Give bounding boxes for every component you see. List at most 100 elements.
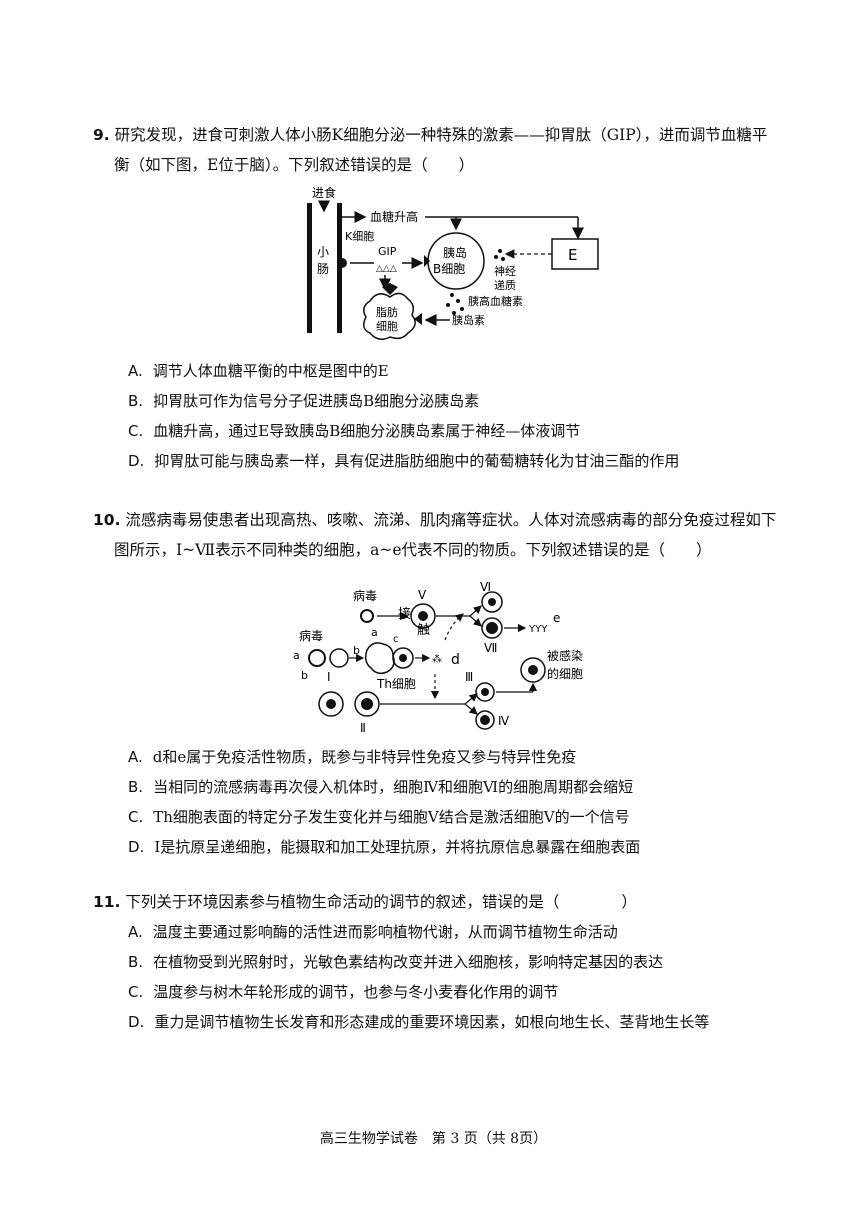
question-10-options: A. d和e属于免疫活性物质，既参与非特异性免疫又参与特异性免疫 B.当相同的流感… — [128, 742, 828, 862]
question-9-stem: 9. 研究发现，进食可刺激人体小肠K细胞分泌一种特殊的激素——抑胃肽（GIP），… — [93, 120, 813, 150]
label-a-mid: a — [371, 626, 378, 639]
receptor-icon — [382, 283, 398, 295]
option-label: B. — [128, 953, 144, 971]
option-label: C. — [128, 983, 144, 1001]
option-a[interactable]: A. d和e属于免疫活性物质，既参与非特异性免疫又参与特异性免疫 — [128, 742, 828, 772]
th-cell — [392, 647, 414, 669]
option-text: Ⅰ是抗原呈递细胞，能摄取和加工处理抗原，并将抗原信息暴露在细胞表面 — [154, 838, 641, 856]
option-text: Th细胞表面的特定分子发生变化并与细胞Ⅴ结合是激活细胞Ⅴ的一个信号 — [153, 808, 630, 826]
label-cell-4: Ⅳ — [498, 714, 509, 728]
cell-7 — [481, 617, 503, 639]
question-11-options: A. 温度主要通过影响酶的活性进而影响植物代谢，从而调节植物生命活动 B. 在植物受… — [128, 917, 828, 1037]
option-b[interactable]: B.当相同的流感病毒再次侵入机体时，细胞Ⅳ和细胞Ⅵ的细胞周期都会缩短 — [128, 772, 828, 802]
option-c[interactable]: C.血糖升高，通过E导致胰岛B细胞分泌胰岛素属于神经—体液调节 — [128, 416, 828, 446]
option-text: 重力是调节植物生长发育和形态建成的重要环境因素，如根向地生长、茎背地生长等 — [154, 1013, 710, 1031]
label-b-left: b — [301, 669, 308, 682]
option-text: 在植物受到光照射时，光敏色素结构改变并进入细胞核，影响特定基因的表达 — [153, 953, 664, 971]
label-bingdu-top: 病毒 — [353, 588, 377, 603]
option-label: C. — [128, 808, 144, 826]
option-text: 温度参与树木年轮形成的调节，也参与冬小麦春化作用的调节 — [153, 983, 559, 1001]
k-cell — [337, 258, 347, 268]
option-label: A. — [128, 748, 143, 766]
option-label: D. — [128, 838, 145, 856]
option-label: A. — [128, 923, 143, 941]
cell-4 — [475, 710, 495, 730]
label-yidaosu: 胰岛素 — [452, 313, 485, 327]
question-9-options: A. 调节人体血糖平衡的中枢是图中的E B. 抑胃肽可作为信号分子促进胰岛B细胞分泌… — [128, 356, 828, 476]
option-d[interactable]: D. 抑胃肽可能与胰岛素一样，具有促进脂肪细胞中的葡萄糖转化为甘油三酯的作用 — [128, 446, 828, 476]
cell-3 — [475, 682, 495, 702]
cell-5 — [410, 603, 436, 629]
option-label: D. — [128, 1013, 145, 1031]
option-d[interactable]: D. 重力是调节植物生长发育和形态建成的重要环境因素，如根向地生长、茎背地生长等 — [128, 1007, 828, 1037]
label-a-left: a — [293, 649, 300, 662]
option-text: d和e属于免疫活性物质，既参与非特异性免疫又参与特异性免疫 — [152, 748, 577, 766]
q9-diagram: 进食 小 肠 K细胞 血糖升高 GIP △△△ 胰岛 B细胞 E 神经 递质 胰… — [307, 185, 599, 340]
gip-molecules-icon: △△△ — [376, 264, 397, 274]
virus-icon — [308, 649, 326, 667]
cytokine-icon: ⁂ — [432, 653, 442, 665]
option-text: 调节人体血糖平衡的中枢是图中的E — [152, 362, 389, 380]
label-e: e — [553, 611, 560, 625]
label-xiao: 小 — [317, 245, 329, 259]
option-text: 温度主要通过影响酶的活性进而影响植物代谢，从而调节植物生命活动 — [152, 923, 618, 941]
stem-line: 下列关于环境因素参与植物生命活动的调节的叙述，错误的是（ ） — [125, 893, 637, 911]
label-yidao: 胰岛 — [443, 245, 467, 260]
option-b[interactable]: B. 在植物受到光照射时，光敏色素结构改变并进入细胞核，影响特定基因的表达 — [128, 947, 828, 977]
label-jie: 接 — [398, 606, 411, 622]
question-number: 10. — [93, 511, 121, 529]
option-a[interactable]: A. 温度主要通过影响酶的活性进而影响植物代谢，从而调节植物生命活动 — [128, 917, 828, 947]
option-text: 抑胃肽可作为信号分子促进胰岛B细胞分泌胰岛素 — [153, 392, 480, 410]
label-chang: 肠 — [317, 262, 329, 276]
question-11-stem: 11. 下列关于环境因素参与植物生命活动的调节的叙述，错误的是（ ） — [93, 887, 813, 917]
apc-cell — [364, 642, 395, 675]
option-label: D. — [128, 452, 145, 470]
label-cell-5: Ⅴ — [418, 588, 427, 602]
label-d: d — [451, 652, 460, 668]
label-b-mid: b — [353, 644, 360, 657]
question-9: 9. 研究发现，进食可刺激人体小肠K细胞分泌一种特殊的激素——抑胃肽（GIP），… — [93, 120, 813, 180]
option-b[interactable]: B. 抑胃肽可作为信号分子促进胰岛B细胞分泌胰岛素 — [128, 386, 828, 416]
question-number: 11. — [93, 893, 121, 911]
receptor-icon — [424, 255, 430, 267]
label-cell-6: Ⅵ — [480, 580, 491, 594]
label-cell-3: Ⅲ — [465, 670, 473, 684]
option-a[interactable]: A. 调节人体血糖平衡的中枢是图中的E — [128, 356, 828, 386]
option-d[interactable]: D. Ⅰ是抗原呈递细胞，能摄取和加工处理抗原，并将抗原信息暴露在细胞表面 — [128, 832, 828, 862]
label-fat-cell: 细胞 — [376, 320, 398, 333]
option-text: 抑胃肽可能与胰岛素一样，具有促进脂肪细胞中的葡萄糖转化为甘油三酯的作用 — [154, 452, 680, 470]
label-k-cell: K细胞 — [345, 230, 374, 243]
label-cell-2: Ⅱ — [360, 721, 366, 735]
label-gaoxue: 胰高血糖素 — [468, 294, 523, 308]
stem-line: 研究发现，进食可刺激人体小肠K细胞分泌一种特殊的激素——抑胃肽（GIP），进而调… — [114, 126, 768, 144]
question-11: 11. 下列关于环境因素参与植物生命活动的调节的叙述，错误的是（ ） — [93, 887, 813, 917]
option-label: A. — [128, 362, 143, 380]
label-chu: 触 — [417, 623, 430, 638]
option-c[interactable]: C. 温度参与树木年轮形成的调节，也参与冬小麦春化作用的调节 — [128, 977, 828, 1007]
option-c[interactable]: C. Th细胞表面的特定分子发生变化并与细胞Ⅴ结合是激活细胞Ⅴ的一个信号 — [128, 802, 828, 832]
option-label: B. — [128, 392, 144, 410]
fat-cell — [363, 292, 416, 340]
q10-diagram: 病毒 Ⅴ Ⅵ Ⅶ YYY e 病毒 a b Ⅰ a b c 接 触 Th细胞 ⁂… — [293, 580, 583, 735]
question-10: 10. 流感病毒易使患者出现高热、咳嗽、流涕、肌肉痛等症状。人体对流感病毒的部分… — [93, 505, 813, 565]
label-xuetang: 血糖升高 — [370, 209, 418, 224]
cell-6 — [481, 591, 503, 613]
label-cell-7: Ⅶ — [484, 641, 497, 655]
label-jinshi: 进食 — [312, 185, 336, 200]
label-dizhi: 递质 — [494, 278, 516, 292]
label-beiganran: 被感染 — [547, 648, 583, 663]
label-th-cell: Th细胞 — [376, 677, 416, 691]
cell-1-surface — [329, 648, 349, 668]
stem-line: 衡（如下图，E位于脑）。下列叙述错误的是（ ） — [114, 156, 475, 174]
label-b-cell: B细胞 — [433, 262, 465, 276]
label-c: c — [393, 634, 399, 645]
option-text: 血糖升高，通过E导致胰岛B细胞分泌胰岛素属于神经—体液调节 — [153, 422, 581, 440]
question-number: 9. — [93, 126, 110, 144]
infected-cell — [520, 657, 546, 683]
option-text: 当相同的流感病毒再次侵入机体时，细胞Ⅳ和细胞Ⅵ的细胞周期都会缩短 — [153, 778, 634, 796]
label-cell-1: Ⅰ — [327, 670, 331, 684]
antibody-icon: YYY — [528, 624, 548, 635]
intestine-wall-right — [337, 203, 342, 333]
virus-icon — [360, 609, 374, 623]
receptor-icon — [414, 313, 422, 325]
